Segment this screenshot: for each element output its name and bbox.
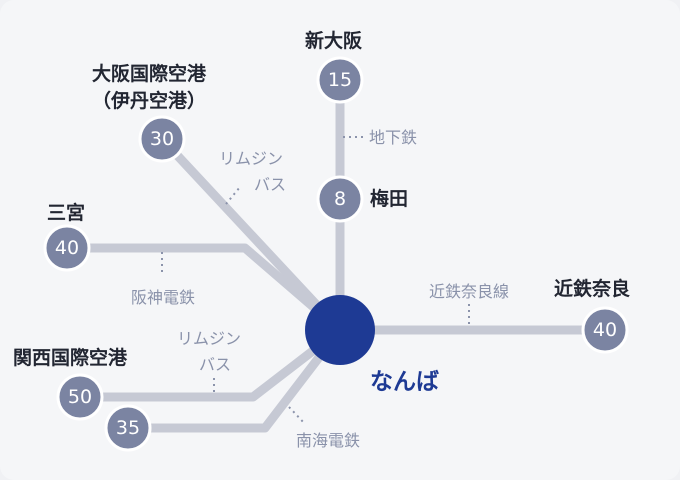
label-hub: なんば [370, 369, 439, 395]
node-itami [138, 115, 186, 163]
route-label-hanshin: 阪神電鉄 [130, 288, 195, 307]
hub-node [305, 295, 375, 365]
node-umeda [316, 175, 364, 223]
route-label-subway: 地下鉄 [369, 128, 418, 147]
label-kix: 関西国際空港 [13, 347, 128, 369]
label-nara: 近鉄奈良 [554, 278, 631, 300]
node-shin-osaka [316, 56, 364, 104]
label-itami-line2: （伊丹空港） [92, 90, 207, 112]
minutes-sannomiya: 40 [55, 237, 79, 259]
connector-limousine-itami [225, 186, 241, 205]
minutes-nara: 40 [593, 319, 617, 341]
node-kix-bus [56, 373, 104, 421]
connector-nankai [288, 406, 306, 425]
route-label-limousine-itami-line1: リムジン [218, 149, 283, 168]
route-label-nankai: 南海電鉄 [295, 431, 360, 450]
node-sannomiya [43, 224, 91, 272]
route-line-hanshin [62, 243, 345, 335]
label-shin-osaka: 新大阪 [305, 30, 363, 52]
node-kix-rail [104, 404, 152, 452]
label-sannomiya: 三宮 [47, 202, 86, 224]
minutes-kix-bus: 50 [68, 386, 92, 408]
route-line-nankai [123, 325, 345, 433]
minutes-umeda: 8 [334, 188, 346, 210]
minutes-kix-rail: 35 [116, 417, 140, 439]
route-label-limousine-itami-line2: バス [253, 175, 286, 194]
node-nara [581, 306, 629, 354]
route-label-kintetsu: 近鉄奈良線 [428, 282, 509, 301]
route-line-limousine-itami [157, 134, 345, 335]
route-label-limousine-kix-line2: バス [198, 355, 231, 374]
label-itami-line1: 大阪国際空港 [92, 63, 207, 85]
minutes-shin-osaka: 15 [328, 69, 352, 91]
label-umeda: 梅田 [370, 188, 409, 210]
route-line-limousine-kix [75, 325, 345, 402]
route-label-limousine-kix-line1: リムジン [176, 329, 241, 348]
minutes-itami: 30 [150, 128, 174, 150]
